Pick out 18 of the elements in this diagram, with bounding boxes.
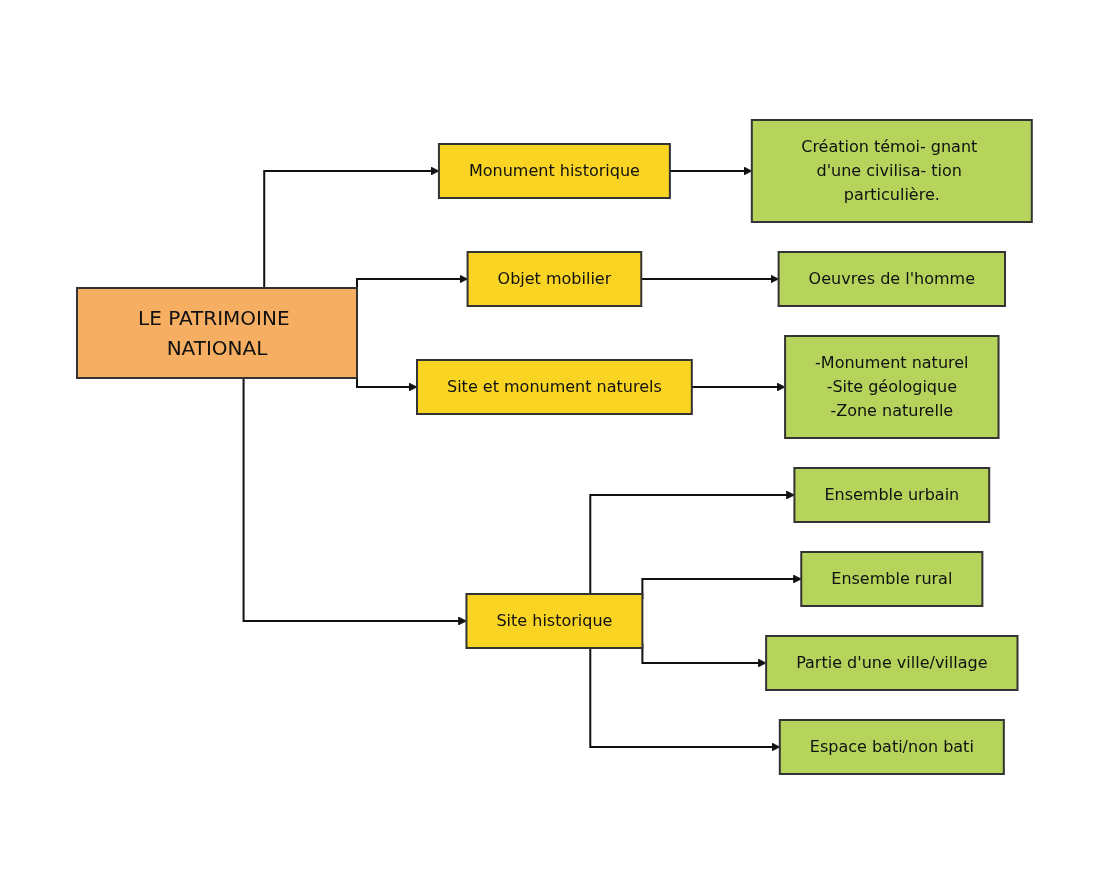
node-box: Monument historique (437, 143, 671, 199)
node-box: LE PATRIMOINE NATIONAL (75, 287, 358, 379)
node-box: Objet mobilier (466, 251, 642, 307)
node-box: Création témoi- gnant d'une civilisa- tion particulière. (750, 119, 1033, 223)
arrow (355, 376, 417, 392)
arrow (262, 166, 439, 289)
node-box: Espace bati/non bati (778, 719, 1005, 775)
node-box: Ensemble urbain (793, 467, 990, 523)
node-box: Site et monument naturels (415, 359, 693, 415)
arrow (588, 647, 780, 752)
node-box: -Monument naturel -Site géologique -Zone naturelle (783, 335, 1000, 439)
node-box: Oeuvres de l'homme (777, 251, 1006, 307)
node-box: Site historique (465, 593, 643, 649)
arrow (242, 377, 467, 626)
node-box: Ensemble rural (799, 551, 983, 607)
node-box: Partie d'une ville/village (764, 635, 1019, 691)
arrow (588, 490, 795, 595)
arrow (355, 274, 468, 290)
